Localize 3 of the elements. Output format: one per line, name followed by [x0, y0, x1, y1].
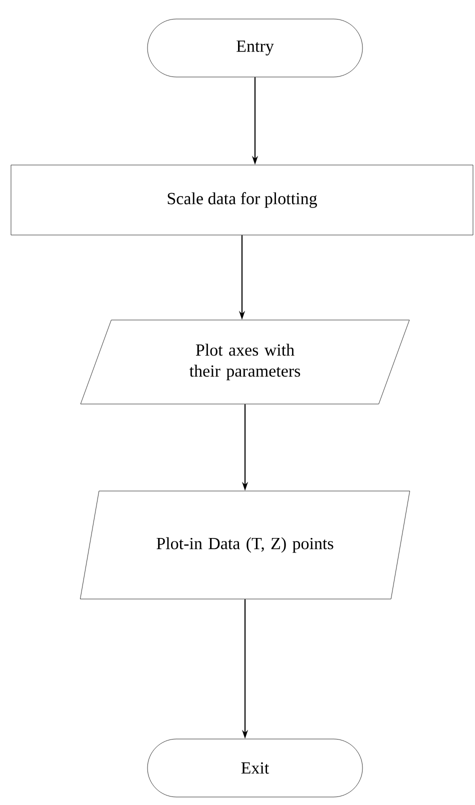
- input-output-parallelogram: Plot-in Data (T, Z) points: [80, 490, 410, 600]
- process-box: Scale data for plotting: [10, 164, 474, 236]
- input-output-parallelogram: Plot axes with their parameters: [80, 320, 410, 404]
